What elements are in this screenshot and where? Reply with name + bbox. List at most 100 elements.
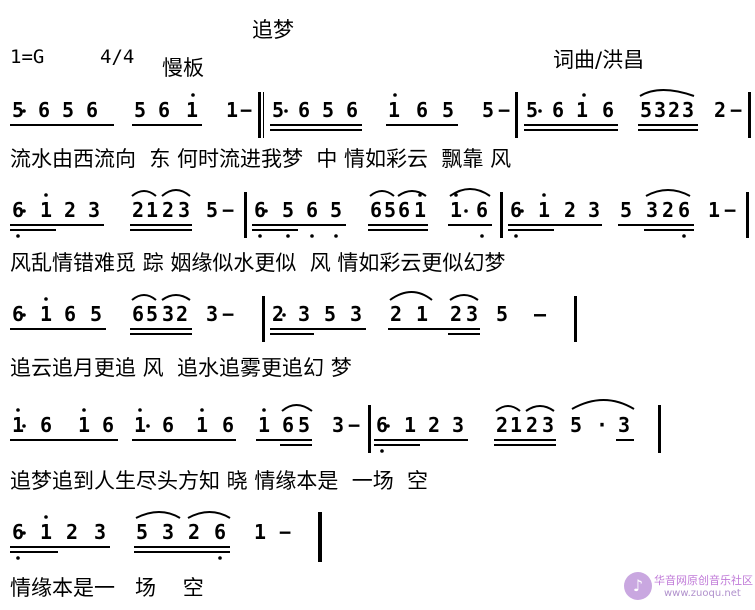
note: 3 xyxy=(93,520,107,544)
note: 2 xyxy=(63,198,77,222)
note: 5 xyxy=(205,198,219,222)
beam-line xyxy=(10,439,118,441)
beam-line xyxy=(10,328,106,330)
note: 2 xyxy=(131,198,145,222)
note: 5 xyxy=(329,198,343,222)
beam-line xyxy=(130,224,192,226)
note: 1 xyxy=(403,413,417,437)
note: 1 xyxy=(39,198,53,222)
note: 5 xyxy=(271,98,285,122)
bar-line xyxy=(368,405,371,453)
note: 3 xyxy=(205,302,219,326)
beam-line xyxy=(10,551,58,553)
beam-line xyxy=(280,444,312,446)
slur-marks xyxy=(22,291,479,317)
double-bar-line xyxy=(263,92,264,138)
note: 2 xyxy=(187,520,201,544)
note: 2 xyxy=(661,198,675,222)
note: 5 xyxy=(145,302,159,326)
note: 1 xyxy=(145,198,159,222)
note: 3 xyxy=(541,413,555,437)
slur-marks xyxy=(16,399,635,453)
beam-line xyxy=(10,229,56,231)
notation-line-3: 6 1 6 5 6 5 3 2 3 − 2 3 5 3 2 1 2 3 5 — xyxy=(0,291,755,358)
dash: − xyxy=(497,98,511,122)
note: 1 xyxy=(537,198,551,222)
beam-line xyxy=(618,224,694,226)
notation-line-5: 6 1 2 3 5 3 2 6 1 − xyxy=(0,511,755,576)
note: 3 xyxy=(161,302,175,326)
dot: · xyxy=(595,413,609,437)
bar-line xyxy=(748,92,751,138)
tempo-marking: 慢板 xyxy=(162,56,204,80)
double-bar-line xyxy=(258,92,261,138)
note: 1 xyxy=(415,302,429,326)
note: 6 xyxy=(213,520,227,544)
slur-marks xyxy=(16,511,231,560)
note: 5 xyxy=(133,98,147,122)
note: 2 xyxy=(563,198,577,222)
beam-line xyxy=(508,229,554,231)
beam-line xyxy=(270,129,362,131)
note: 6 xyxy=(281,413,295,437)
lyrics-line-4: 追梦追到人生尽头方知 晓 情缘本是 一场 空 xyxy=(10,469,429,493)
note: 5 xyxy=(323,302,337,326)
note: 2 xyxy=(65,520,79,544)
notation-line-1: 5 6 5 6 5 6 1 1 − 5 6 5 6 1 6 5 5 − 5 6 … xyxy=(0,89,755,154)
slur-marks xyxy=(22,89,695,113)
note: 6 xyxy=(253,198,267,222)
bar-line xyxy=(244,192,247,238)
note: 2 xyxy=(161,198,175,222)
note: 5 xyxy=(297,413,311,437)
note: 1 xyxy=(185,98,199,122)
note: 5 xyxy=(11,98,25,122)
note: 3 xyxy=(617,413,631,437)
notation-line-4: 1 6 1 6 1 6 1 6 1 6 5 3 − 6 1 2 3 2 1 2 … xyxy=(0,399,755,469)
note: 6 xyxy=(415,98,429,122)
bar-line xyxy=(658,405,661,453)
note: 1 xyxy=(77,413,91,437)
note: 6 xyxy=(221,413,235,437)
note: 6 xyxy=(375,413,389,437)
note: 3 xyxy=(465,302,479,326)
note: 3 xyxy=(297,302,311,326)
beam-line xyxy=(494,444,556,446)
beam-line xyxy=(270,328,366,330)
note: 3 xyxy=(645,198,659,222)
note: 5 xyxy=(481,98,495,122)
dash: − xyxy=(278,520,292,544)
note: 6 xyxy=(39,413,53,437)
note: 2 xyxy=(427,413,441,437)
bar-line xyxy=(746,192,749,238)
beam-line xyxy=(374,439,468,441)
note: 1 xyxy=(257,413,271,437)
beam-line xyxy=(644,229,694,231)
note: 2 xyxy=(449,302,463,326)
dash: − xyxy=(729,98,743,122)
beam-line xyxy=(494,439,556,441)
watermark-url: www.zuoqu.net xyxy=(664,588,741,599)
note: 2 xyxy=(271,302,285,326)
note: 3 xyxy=(587,198,601,222)
beam-line xyxy=(132,124,202,126)
note: 6 xyxy=(161,413,175,437)
note: 6 xyxy=(11,302,25,326)
beam-line xyxy=(368,224,428,226)
note: 5 xyxy=(135,520,149,544)
note: 6 xyxy=(63,302,77,326)
beam-line xyxy=(10,224,104,226)
beam-line xyxy=(448,333,480,335)
bar-line xyxy=(500,192,503,238)
note: 1 xyxy=(387,98,401,122)
bar-line xyxy=(262,296,265,342)
watermark: ♪ 华音网原创音乐社区 www.zuoqu.net xyxy=(624,570,754,606)
note: 6 xyxy=(305,198,319,222)
time-signature: 4/4 xyxy=(100,46,135,68)
note: 2 xyxy=(175,302,189,326)
note: 1 xyxy=(509,413,523,437)
note: 3 xyxy=(653,98,667,122)
note: 2 xyxy=(389,302,403,326)
song-title: 追梦 xyxy=(252,18,294,42)
dash: − xyxy=(723,198,737,222)
note: 1 xyxy=(707,198,721,222)
